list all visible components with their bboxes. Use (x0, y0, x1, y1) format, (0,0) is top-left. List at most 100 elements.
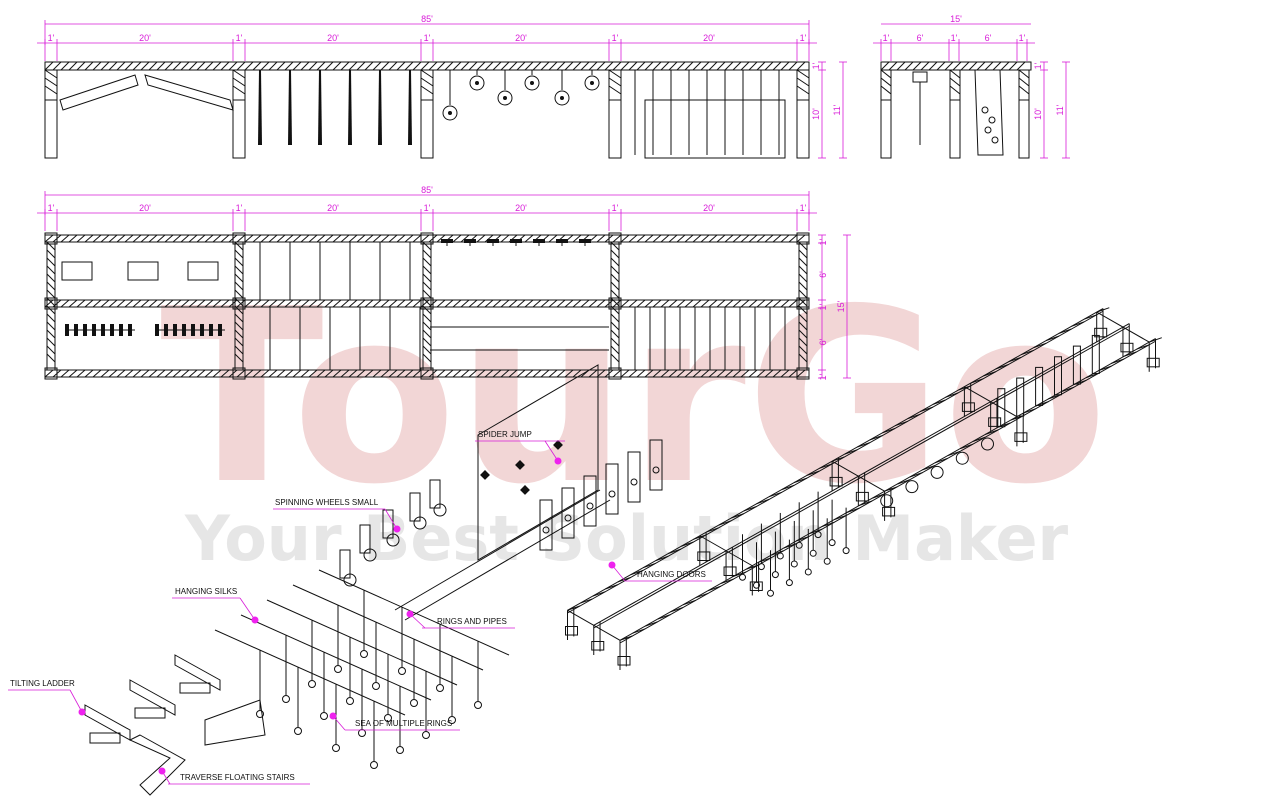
iso-truss-web (934, 457, 948, 464)
iso-truss-long (593, 325, 1130, 629)
iso-footing (723, 566, 737, 576)
wheel-mount-plan (487, 239, 499, 243)
ring (358, 729, 366, 737)
rings-pipe (240, 614, 432, 701)
truss-node (420, 232, 434, 245)
dimension-label: 15' (836, 300, 846, 312)
wheel-bracket (382, 509, 394, 539)
iso-footing (1094, 327, 1108, 338)
spinning-wheel (524, 75, 540, 91)
iso-truss-web (630, 569, 644, 576)
truss-node (44, 297, 58, 310)
iso-truss-web (869, 435, 883, 441)
dimension-label: 1' (818, 303, 828, 310)
door-hole (652, 466, 660, 474)
iso-truss-web (947, 450, 961, 457)
door-hole (630, 478, 638, 486)
dimension-label: 20' (515, 203, 527, 213)
spinning-wheel (497, 90, 513, 106)
iso-truss-web (771, 550, 784, 556)
callout-dot (554, 457, 562, 465)
iso-truss-web (1008, 356, 1022, 363)
iso-footing (617, 656, 631, 666)
iso-ring (757, 563, 765, 571)
traverse-floating-stairs (204, 699, 266, 746)
iso-door (1016, 377, 1025, 417)
callout-label: SPIDER JUMP (478, 430, 532, 439)
truss-node (44, 232, 58, 245)
iso-truss-web (731, 513, 745, 519)
hanging-silk (408, 70, 412, 145)
wheel-mount-plan (533, 239, 545, 243)
stair-step (182, 324, 186, 336)
iso-truss-web (1136, 344, 1150, 350)
wheel-bracket (339, 549, 351, 579)
iso-truss-web (1033, 342, 1047, 349)
watermark-brand: TourGo (160, 257, 1108, 537)
wheel-bracket (429, 479, 441, 509)
iso-truss-web (894, 420, 908, 427)
ring (282, 695, 290, 703)
iso-wheel (955, 451, 969, 465)
spider-jump-hold (520, 484, 530, 495)
iso-door (997, 388, 1006, 428)
ring (334, 665, 342, 673)
ring (372, 682, 380, 690)
iso-truss-web (844, 449, 858, 455)
spinning-wheel (584, 75, 600, 91)
spinning-wheel (442, 105, 458, 121)
iso-truss-web (1060, 386, 1074, 393)
truss-node (232, 232, 246, 245)
rings-pipe (318, 569, 510, 656)
ladder-platform (89, 732, 121, 744)
dimension-label: 1' (883, 33, 890, 43)
iso-truss-web (909, 472, 923, 478)
ring (308, 680, 316, 688)
ring (384, 714, 392, 722)
dimension-label: 10' (811, 108, 821, 120)
callout-label: SEA OF MULTIPLE RINGS (355, 719, 452, 728)
spider-jump-panel (477, 364, 599, 561)
plan-view: 85'1'20'1'20'1'20'1'20'1'1'6'1'6'1'15' (37, 185, 851, 380)
iso-door (1054, 356, 1062, 396)
iso-truss-web (768, 491, 782, 498)
dimension-label: 1' (612, 33, 619, 43)
iso-truss-web (794, 477, 808, 483)
truss-node (232, 367, 246, 380)
iso-truss-web (1046, 335, 1060, 341)
door-hole (991, 136, 999, 144)
pipe (394, 489, 601, 611)
iso-door (1091, 334, 1100, 374)
dimension-label: 11' (832, 104, 842, 115)
iso-truss-web (1149, 337, 1162, 343)
truss-node (420, 367, 434, 380)
spinning-wheel (363, 548, 377, 562)
isometric-view (565, 307, 1162, 670)
concrete-footing (796, 99, 810, 159)
iso-ring (771, 571, 779, 579)
iso-truss-web (680, 541, 694, 547)
stair-step (155, 324, 159, 336)
tilting-ladder (144, 74, 234, 111)
iso-truss-web (1023, 408, 1036, 414)
truss-node (796, 367, 810, 380)
hanging-doors-panel (644, 99, 786, 159)
iso-truss-web (682, 599, 696, 606)
hanging-silk (288, 70, 292, 145)
concrete-footing (232, 99, 246, 159)
iso-truss-web (846, 507, 860, 513)
iso-ring (795, 541, 803, 549)
dimension-label: 20' (139, 33, 151, 43)
hanging-silk (348, 70, 352, 145)
ladder-plan (187, 261, 219, 281)
callout-tilting-ladder: TILTING LADDER (8, 679, 86, 716)
callout-spider-jump: SPIDER JUMP (475, 430, 565, 465)
iso-truss-web (907, 413, 921, 420)
iso-footing (855, 491, 869, 502)
iso-truss-web (1083, 314, 1097, 320)
iso-ring (776, 552, 784, 560)
callout-label: SPINNING WHEELS SMALL (275, 498, 379, 507)
hanging-door (649, 439, 663, 491)
hanging-door (583, 475, 597, 527)
